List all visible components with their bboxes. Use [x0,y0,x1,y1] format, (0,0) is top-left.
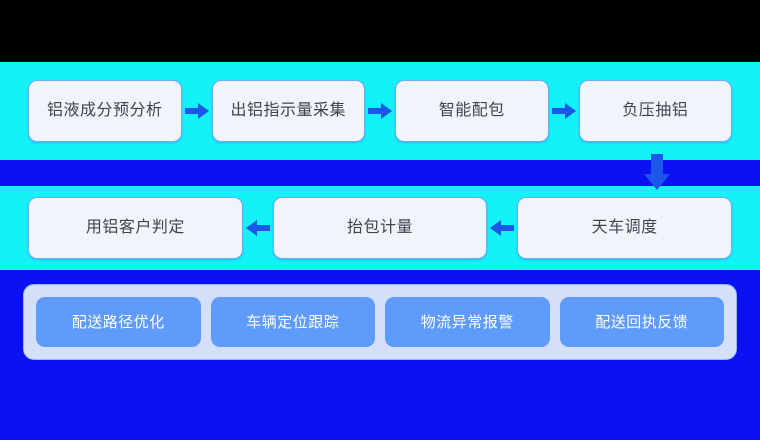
logistics-tag-row: 配送路径优化 车辆定位跟踪 物流异常报警 配送回执反馈 [0,282,760,362]
process-box-label: 天车调度 [591,219,658,236]
arrow-right-icon [549,80,579,142]
arrow-right-icon [182,80,212,142]
process-box-label: 负压抽铝 [622,102,689,119]
arrow-right-icon [365,80,395,142]
process-box[interactable]: 铝液成分预分析 [28,80,182,142]
process-box-label: 出铝指示量采集 [230,102,346,119]
process-box-label: 用铝客户判定 [85,219,185,236]
process-box[interactable]: 抬包计量 [272,197,488,259]
tag-card-label: 配送路径优化 [71,313,165,331]
process-row-1: 铝液成分预分析 出铝指示量采集 智能配包 负压抽铝 [0,62,760,160]
tag-card[interactable]: 物流异常报警 [385,297,550,347]
tag-container: 配送路径优化 车辆定位跟踪 物流异常报警 配送回执反馈 [23,284,737,360]
tag-card-label: 配送回执反馈 [595,313,689,331]
process-box-label: 智能配包 [438,102,505,119]
process-box[interactable]: 用铝客户判定 [28,197,243,259]
process-box[interactable]: 天车调度 [517,197,733,259]
arrow-left-icon [487,197,517,259]
process-box-label: 铝液成分预分析 [46,102,163,119]
process-box[interactable]: 智能配包 [395,80,549,142]
process-box[interactable]: 负压抽铝 [578,80,732,142]
process-row-2: 用铝客户判定 抬包计量 天车调度 [0,186,760,270]
tag-card[interactable]: 车辆定位跟踪 [210,297,375,347]
tag-card-label: 物流异常报警 [420,313,514,331]
process-box-label: 抬包计量 [347,219,414,236]
arrow-left-icon [243,197,273,259]
tag-card[interactable]: 配送路径优化 [36,297,201,347]
tag-card-label: 车辆定位跟踪 [246,313,340,331]
band-gap-background [0,160,760,186]
process-box[interactable]: 出铝指示量采集 [211,80,365,142]
arrow-down-icon [640,152,674,192]
tag-card[interactable]: 配送回执反馈 [559,297,724,347]
